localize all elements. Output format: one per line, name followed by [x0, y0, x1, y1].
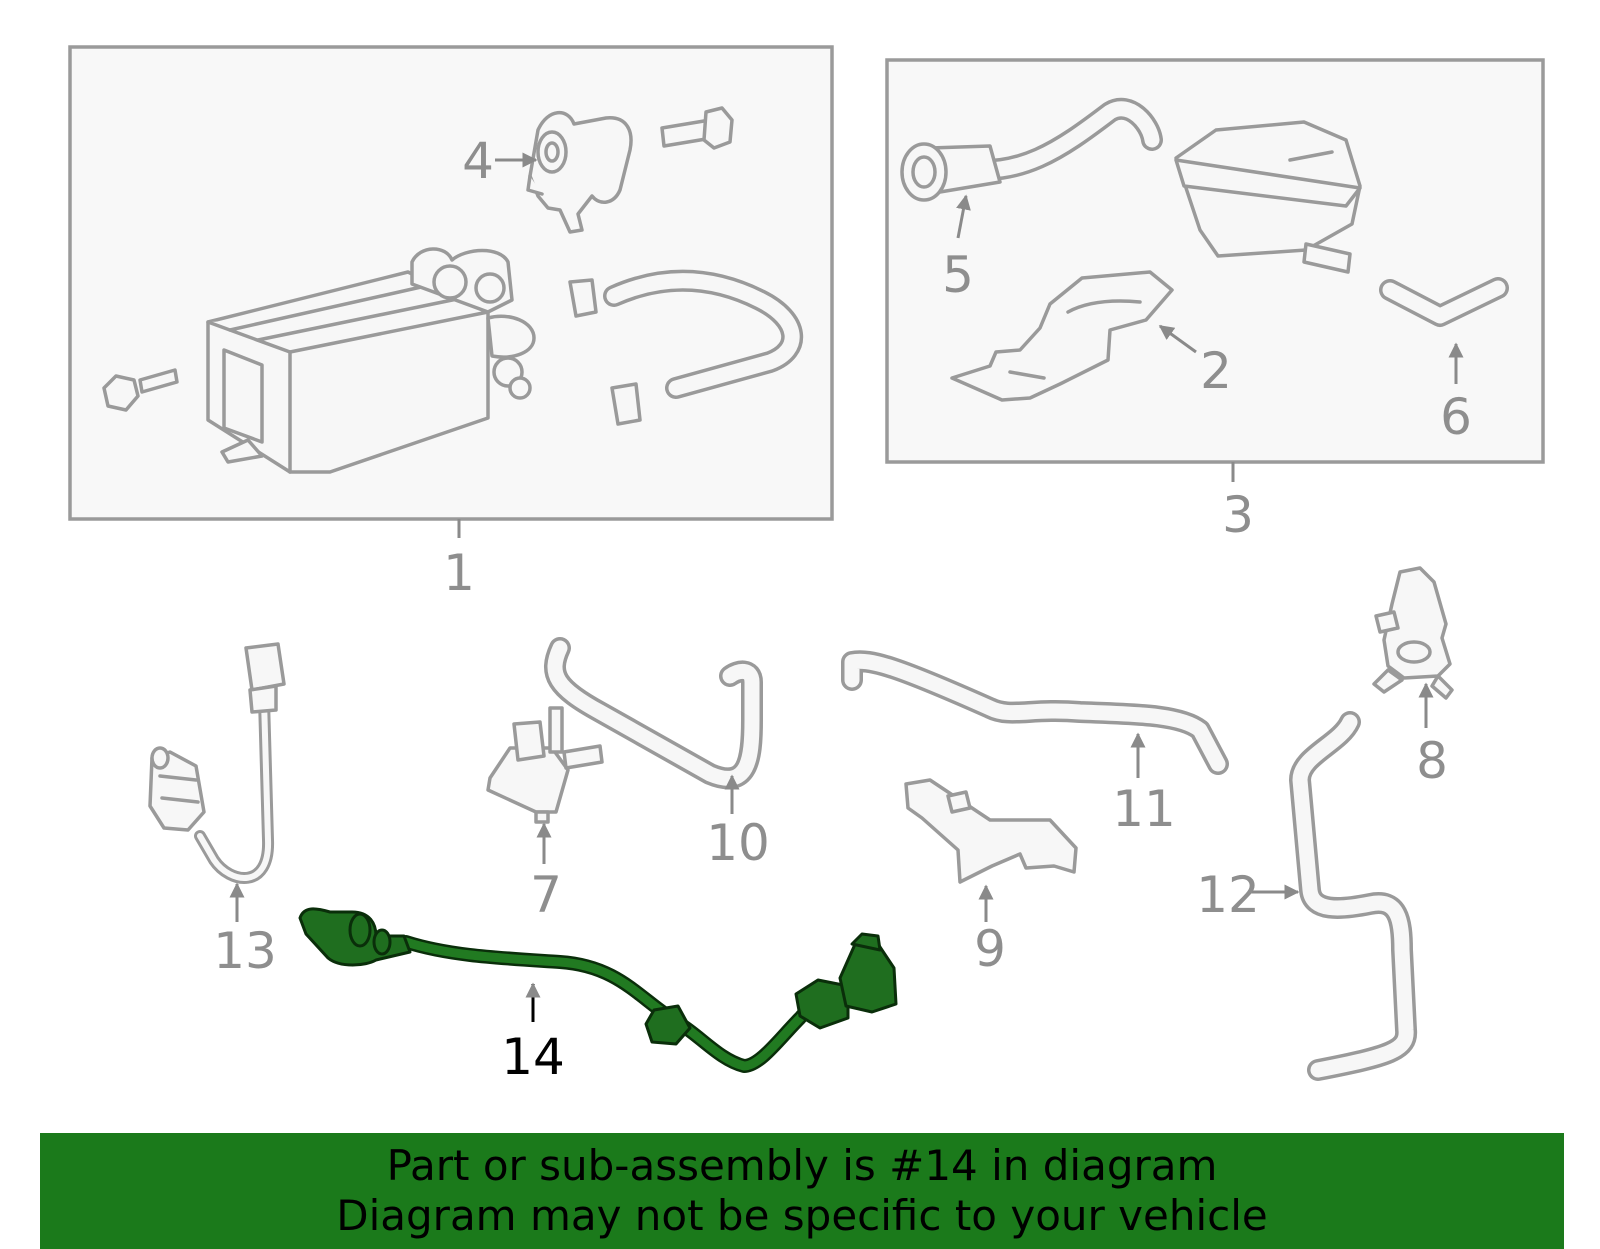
vsv-valve[interactable]	[1372, 566, 1454, 700]
callout-6: 6	[1440, 388, 1472, 446]
callout-1: 1	[443, 544, 475, 602]
mounting-bracket[interactable]	[950, 270, 1174, 402]
oxygen-sensor-13[interactable]	[148, 642, 286, 884]
callout-14: 14	[501, 1028, 565, 1086]
banner-line-2: Diagram may not be specific to your vehi…	[336, 1191, 1268, 1240]
purge-valve[interactable]	[526, 111, 633, 234]
callout-13: 13	[213, 922, 277, 980]
callout-8: 8	[1416, 732, 1448, 790]
callout-10: 10	[706, 814, 770, 872]
vacuum-hose-12[interactable]	[1289, 711, 1418, 1081]
callout-9: 9	[974, 920, 1006, 978]
vacuum-hose-11[interactable]	[841, 650, 1229, 775]
charcoal-canister[interactable]	[206, 247, 536, 474]
oxygen-sensor-14-highlighted[interactable]	[298, 907, 898, 1073]
callout-5: 5	[942, 246, 974, 304]
fuel-vapor-tank[interactable]	[1174, 120, 1362, 274]
vent-hose[interactable]	[1379, 277, 1509, 327]
callout-3: 3	[1222, 486, 1254, 544]
callout-2: 2	[1200, 342, 1232, 400]
filler-neck-hose[interactable]	[900, 97, 1163, 202]
vacuum-solenoid[interactable]	[486, 706, 604, 824]
info-banner: Part or sub-assembly is #14 in diagram D…	[40, 1133, 1564, 1249]
callout-11: 11	[1112, 780, 1176, 838]
banner-line-1: Part or sub-assembly is #14 in diagram	[386, 1141, 1218, 1190]
bolt-top	[660, 106, 734, 150]
bolt-left	[102, 368, 179, 412]
callout-7: 7	[530, 866, 562, 924]
canister-hose[interactable]	[568, 269, 804, 426]
callout-4: 4	[462, 132, 494, 190]
solenoid-bracket[interactable]	[904, 778, 1078, 884]
vacuum-hose-10[interactable]	[544, 637, 763, 790]
callout-12: 12	[1196, 866, 1260, 924]
